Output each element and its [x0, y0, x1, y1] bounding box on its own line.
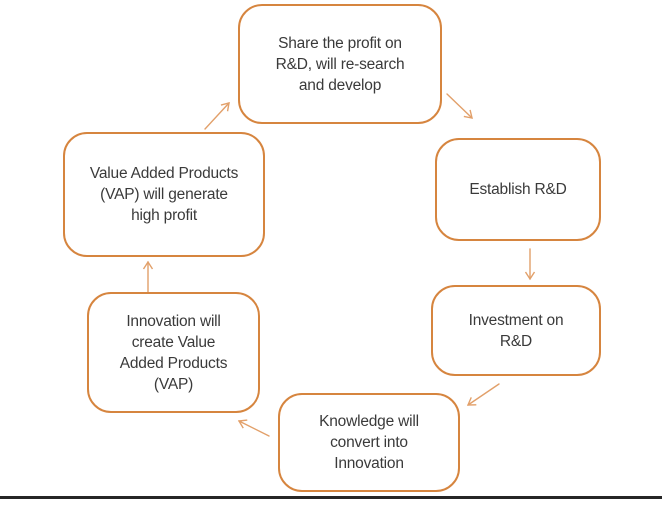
node-innovation-vap: Innovation will create Value Added Produ… [87, 292, 260, 413]
node-establish-rd-label: Establish R&D [469, 181, 567, 198]
arrow-vap-to-share [204, 102, 230, 130]
arrow-investment-to-knowledge [466, 383, 500, 406]
arrow-knowledge-to-innovation [237, 419, 270, 437]
node-innovation-vap-label: Innovation will create Value Added Produ… [119, 312, 228, 393]
node-investment-rd-label: Investment on R&D [468, 311, 564, 350]
node-vap-profit-label: Value Added Products (VAP) will generate… [89, 165, 239, 224]
node-vap-profit: Value Added Products (VAP) will generate… [63, 132, 265, 257]
node-establish-rd: Establish R&D [435, 138, 601, 241]
arrow-share-to-establish [446, 93, 473, 119]
node-investment-rd: Investment on R&D [431, 285, 601, 376]
node-share-profit-label: Share the profit on R&D, will re-search … [275, 34, 405, 94]
node-share-profit: Share the profit on R&D, will re-search … [238, 4, 442, 124]
node-knowledge-innovation: Knowledge will convert into Innovation [278, 393, 460, 492]
node-knowledge-innovation-label: Knowledge will convert into Innovation [319, 413, 419, 472]
bottom-divider [0, 496, 662, 499]
